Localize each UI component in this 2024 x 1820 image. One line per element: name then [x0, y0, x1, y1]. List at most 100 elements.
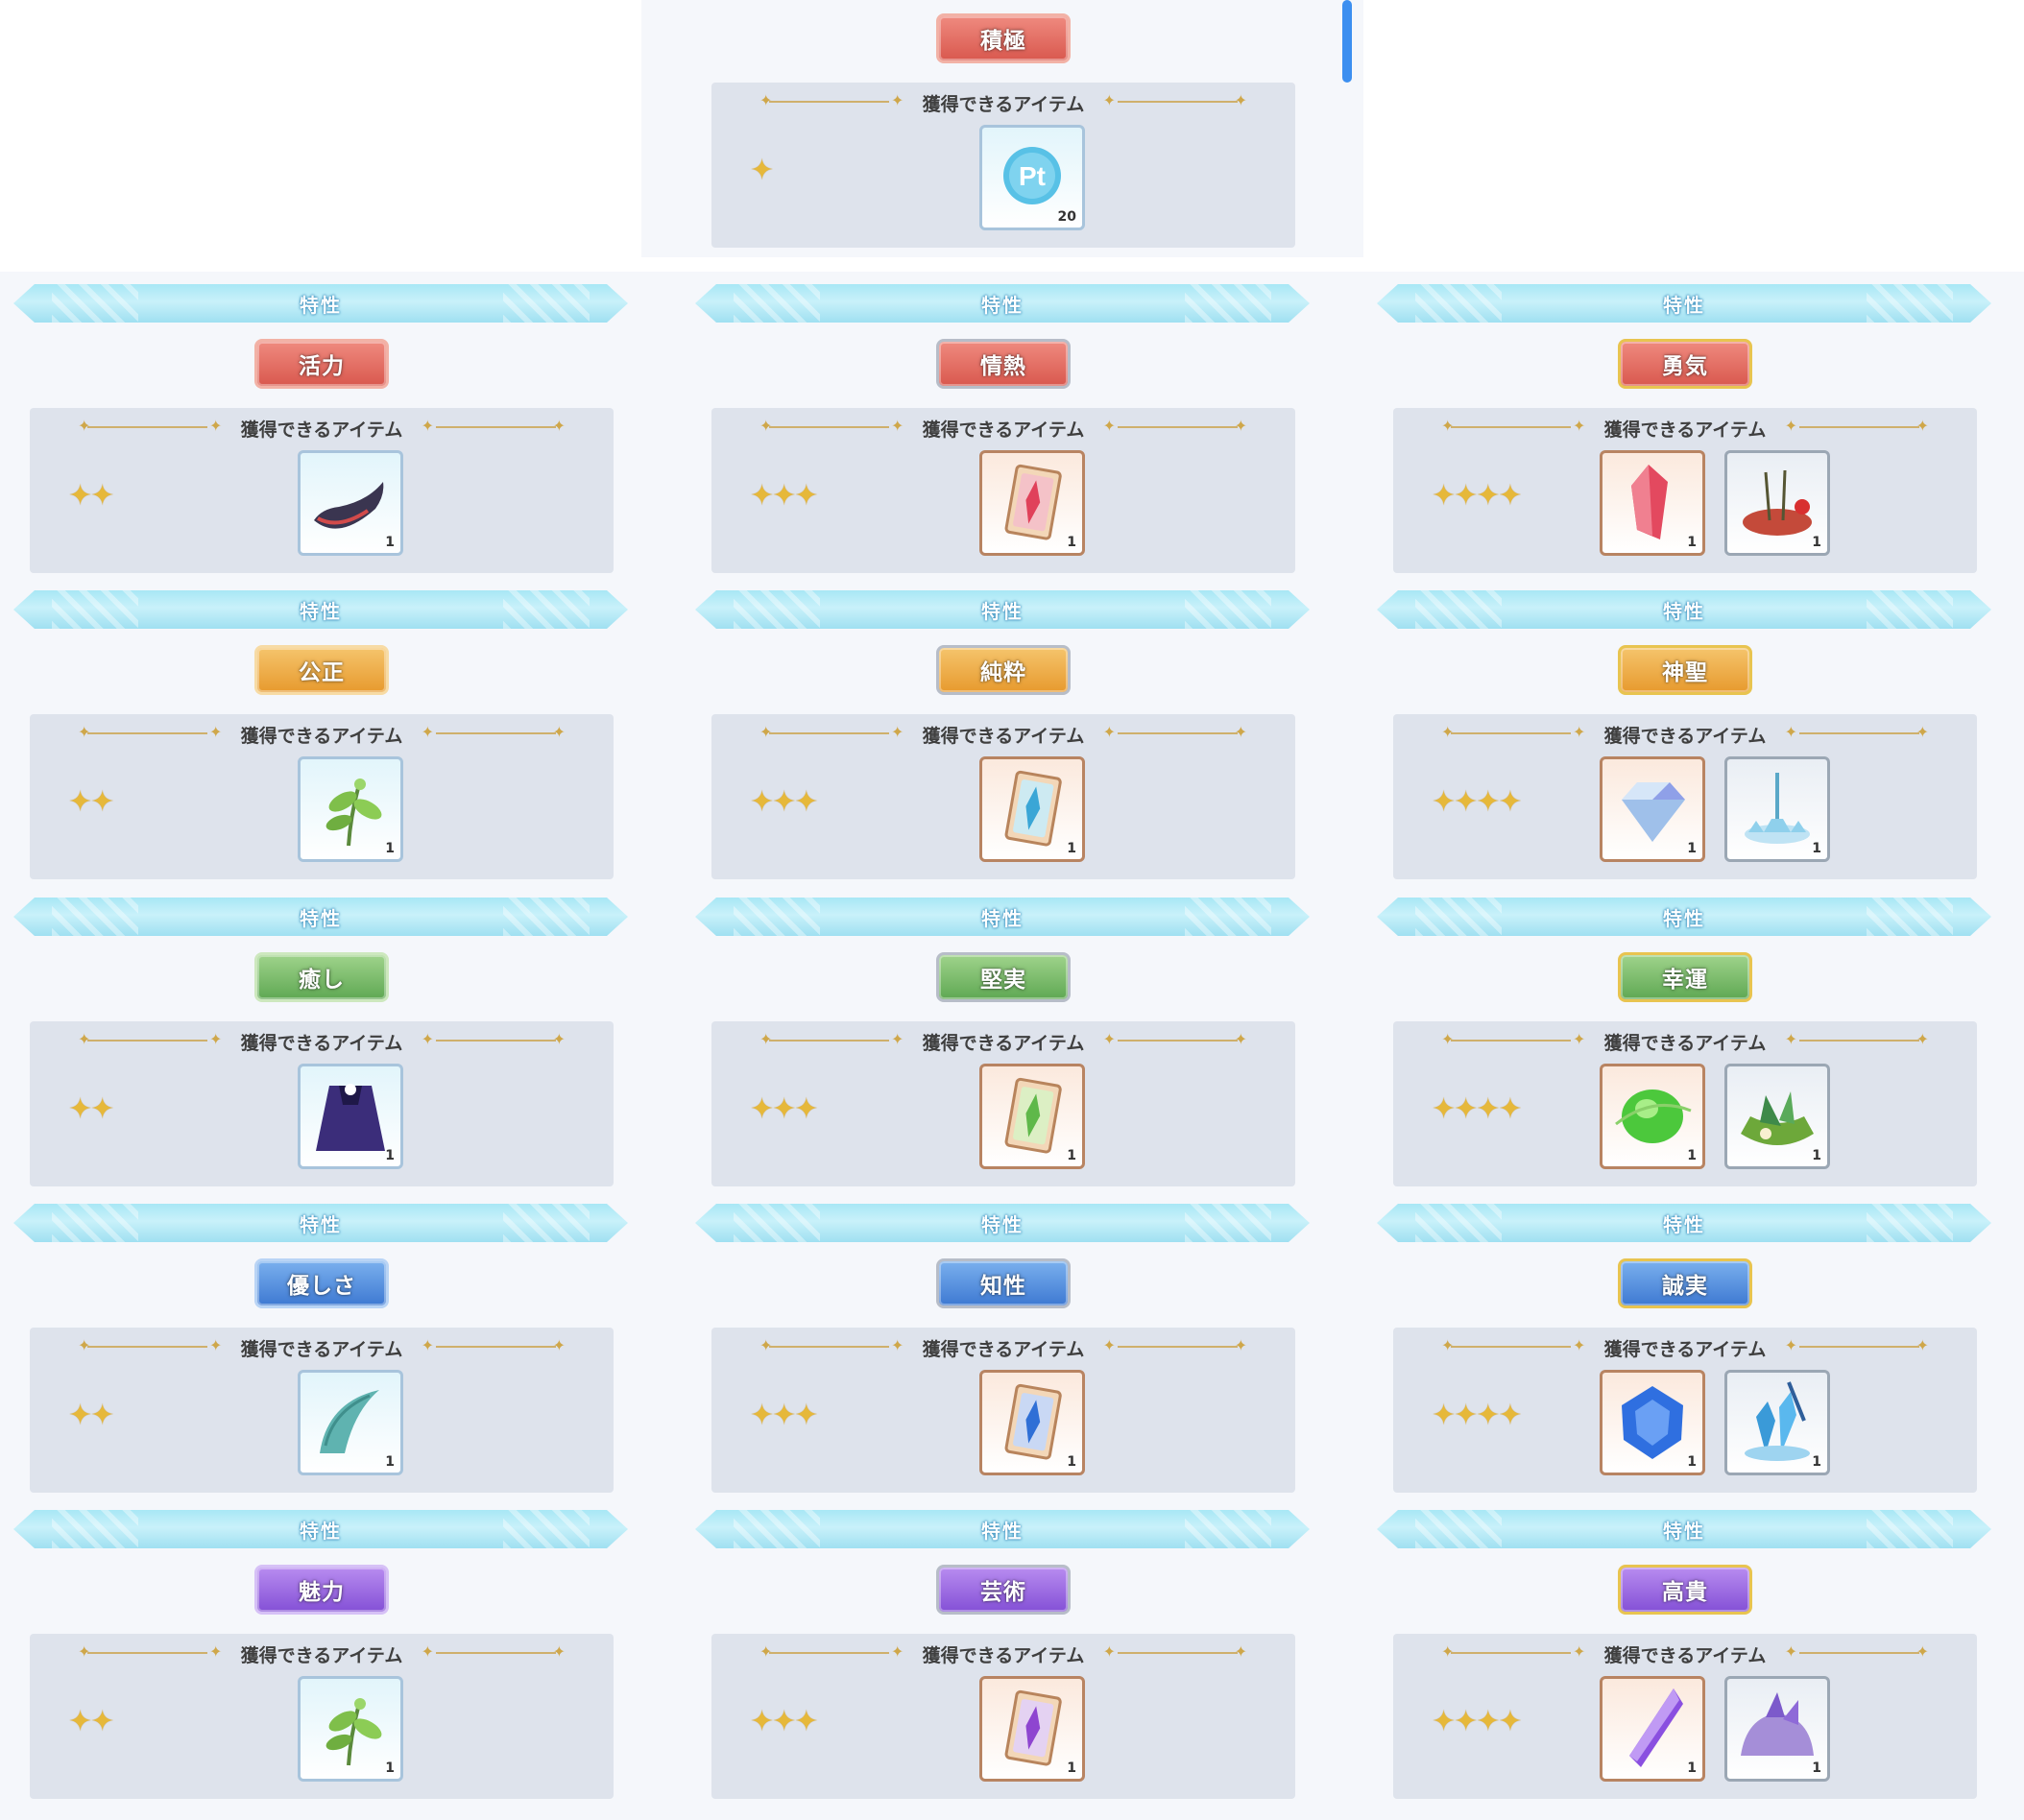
leaf-nest-icon[interactable]: 1 — [1724, 1064, 1830, 1169]
sparkle-icon: ✦ — [1234, 417, 1247, 435]
purple-crystal-card-icon[interactable]: 1 — [979, 1676, 1085, 1782]
banner-ornament — [1867, 284, 1953, 323]
trait-badge-red: 勇気 — [1618, 339, 1752, 389]
blue-crystal-card-icon[interactable]: 1 — [979, 1370, 1085, 1475]
green-herb-icon[interactable]: 1 — [298, 756, 403, 862]
divider-line — [1799, 426, 1919, 428]
pt-point-icon[interactable]: Pt 20 — [979, 125, 1085, 230]
green-herb-icon[interactable]: 1 — [298, 1676, 403, 1782]
trait-badge-green: 幸運 — [1618, 952, 1752, 1002]
sparkle-icon: ✦ — [1573, 723, 1586, 741]
trait-badge-label: 幸運 — [1662, 968, 1708, 993]
sparkle-icon: ✦ — [1784, 1336, 1797, 1354]
trait-banner: 特性 — [1377, 284, 1991, 323]
trait-banner-shape — [13, 898, 628, 936]
sparkle-icon: ✦ — [1441, 1336, 1455, 1354]
trait-banner: 特性 — [13, 590, 628, 629]
red-fruit-tray-icon[interactable]: 1 — [1724, 450, 1830, 556]
trait-banner-shape — [695, 284, 1310, 323]
blue-gem-icon-graphic — [1622, 1386, 1683, 1459]
dark-horn-icon[interactable]: 1 — [298, 450, 403, 556]
divider-line — [436, 426, 556, 428]
trait-banner: 特性 — [13, 284, 628, 323]
trait-badge-red: 情熱 — [936, 339, 1071, 389]
card-header: ✦✦獲得できるアイテム✦✦ — [30, 1641, 614, 1666]
divider-line — [1451, 426, 1571, 428]
card-header: ✦✦獲得できるアイテム✦✦ — [30, 1335, 614, 1360]
trait-banner-shape — [13, 1510, 628, 1548]
trait-banner-shape — [1377, 284, 1991, 323]
sparkle-icon: ✦ — [1784, 1642, 1797, 1661]
blue-gem-icon[interactable]: 1 — [1600, 1370, 1705, 1475]
divider-line — [1799, 1346, 1919, 1348]
reward-card: ✦✦獲得できるアイテム✦✦✦✦✦1 — [711, 1021, 1295, 1186]
amethyst-rock-icon[interactable]: 1 — [1724, 1676, 1830, 1782]
scrollbar-thumb[interactable] — [1342, 0, 1352, 83]
trait-banner-label: 特性 — [1663, 599, 1705, 623]
green-gem-icon[interactable]: 1 — [1600, 1064, 1705, 1169]
red-crystal-icon-graphic — [1631, 465, 1668, 539]
sparkle-icon: ✦ — [1102, 723, 1116, 741]
banner-ornament — [503, 898, 590, 936]
card-header: ✦✦獲得できるアイテム✦✦ — [711, 1641, 1295, 1666]
divider-line — [1118, 1040, 1238, 1042]
diamond-icon[interactable]: 1 — [1600, 756, 1705, 862]
purple-cloak-icon[interactable]: 1 — [298, 1064, 403, 1169]
card-header: ✦ ✦ 獲得できるアイテム ✦ ✦ — [711, 90, 1295, 115]
banner-ornament — [1415, 1510, 1502, 1548]
trait-badge-label: 公正 — [299, 660, 345, 685]
trait-banner-label: 特性 — [300, 1212, 342, 1236]
sparkle-icon: ✦ — [759, 1336, 773, 1354]
card-title: 獲得できるアイテム — [922, 1033, 1085, 1054]
sparkle-icon: ✦ — [891, 1336, 904, 1354]
trait-badge-label: 純粋 — [980, 660, 1026, 685]
card-header: ✦✦獲得できるアイテム✦✦ — [1393, 722, 1977, 747]
sparkle-icon: ✦ — [78, 1336, 91, 1354]
banner-ornament — [1185, 1204, 1271, 1242]
rarity-stars: ✦✦ — [68, 1399, 114, 1432]
cyan-crystal-card-icon[interactable]: 1 — [979, 756, 1085, 862]
ice-stand-icon[interactable]: 1 — [1724, 756, 1830, 862]
trait-banner: 特性 — [695, 284, 1310, 323]
sparkle-icon: ✦ — [1441, 723, 1455, 741]
card-title: 獲得できるアイテム — [922, 1645, 1085, 1666]
divider-line — [769, 732, 889, 734]
sparkle-icon: ✦ — [1441, 417, 1455, 435]
red-crystal-card-icon[interactable]: 1 — [979, 450, 1085, 556]
sparkle-icon: ✦ — [209, 417, 223, 435]
blue-crystal-cluster-icon[interactable]: 1 — [1724, 1370, 1830, 1475]
diamond-icon-graphic — [1622, 782, 1685, 842]
trait-banner: 特性 — [1377, 1204, 1991, 1242]
purple-crystal-icon[interactable]: 1 — [1600, 1676, 1705, 1782]
trait-banner: 特性 — [1377, 1510, 1991, 1548]
rarity-stars: ✦✦✦✦ — [1432, 785, 1523, 819]
green-crystal-card-icon[interactable]: 1 — [979, 1064, 1085, 1169]
teal-horn-icon-graphic — [320, 1390, 379, 1453]
banner-ornament — [734, 1204, 820, 1242]
card-header: ✦✦獲得できるアイテム✦✦ — [711, 416, 1295, 441]
trait-badge-orange: 純粋 — [936, 645, 1071, 695]
sparkle-icon: ✦ — [1234, 723, 1247, 741]
sparkle-icon: ✦ — [759, 723, 773, 741]
red-crystal-icon[interactable]: 1 — [1600, 450, 1705, 556]
rarity-stars: ✦✦ — [68, 479, 114, 513]
sparkle-icon: ✦ — [1441, 1642, 1455, 1661]
trait-badge-blue: 知性 — [936, 1258, 1071, 1308]
item-quantity: 1 — [385, 841, 395, 856]
sparkle-icon: ✦ — [78, 417, 91, 435]
sparkle-icon: ✦ — [1102, 417, 1116, 435]
trait-badge-label: 癒し — [299, 968, 345, 993]
item-quantity: 1 — [1067, 1760, 1076, 1776]
teal-horn-icon[interactable]: 1 — [298, 1370, 403, 1475]
divider-line — [1118, 101, 1238, 103]
sparkle-icon: ✦ — [1784, 417, 1797, 435]
divider-line — [1118, 1346, 1238, 1348]
sparkle-icon: ✦ — [1102, 91, 1116, 109]
rarity-stars: ✦✦✦✦ — [1432, 1705, 1523, 1738]
purple-crystal-icon-graphic — [1629, 1688, 1683, 1767]
sparkle-icon: ✦ — [552, 1336, 566, 1354]
reward-card: ✦✦獲得できるアイテム✦✦✦✦1 — [30, 714, 614, 879]
item-quantity: 1 — [1067, 841, 1076, 856]
sparkle-icon: ✦ — [759, 91, 773, 109]
rarity-stars: ✦✦✦✦ — [1432, 1092, 1523, 1126]
